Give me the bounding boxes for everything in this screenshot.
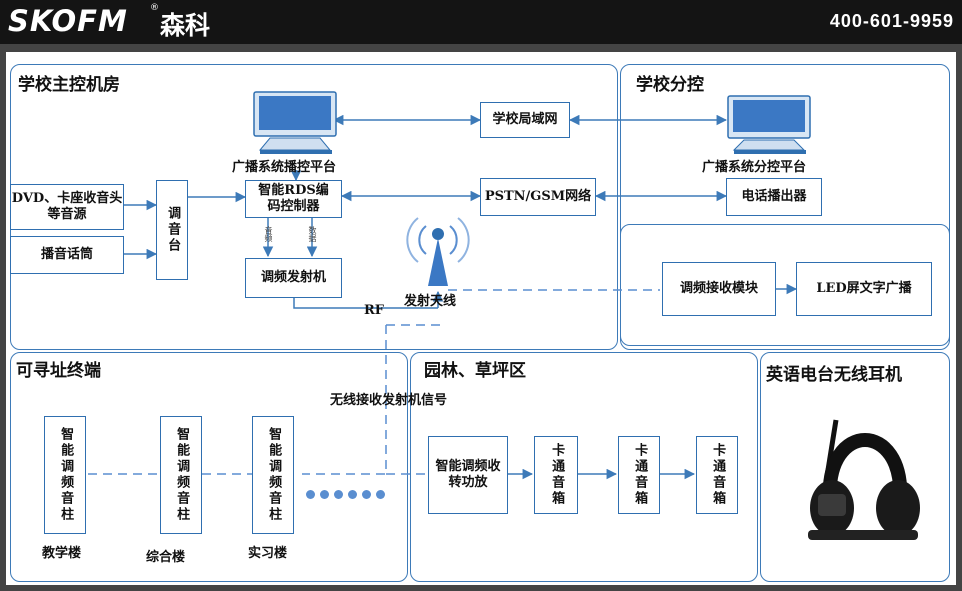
computer-icon-main bbox=[253, 91, 337, 154]
dot-5 bbox=[362, 490, 371, 499]
mixer-box: 调音台 bbox=[156, 180, 188, 280]
antenna-icon bbox=[406, 217, 470, 286]
pc-main-label: 广播系统播控平台 bbox=[232, 160, 337, 175]
microphone-box: 播音话筒 bbox=[10, 236, 124, 274]
dot-4 bbox=[348, 490, 357, 499]
pstn-gsm-box: PSTN/GSM网络 bbox=[480, 178, 596, 216]
led-broadcast-box: LED屏文字广播 bbox=[796, 262, 932, 316]
registered-mark: ® bbox=[150, 3, 159, 13]
building-teaching: 教学楼 bbox=[42, 546, 82, 561]
building-practice: 实习楼 bbox=[248, 546, 288, 561]
hotline-number: 400-601-9959 bbox=[829, 11, 954, 31]
dot-2 bbox=[320, 490, 329, 499]
region-title-garden: 园林、草坪区 bbox=[424, 361, 526, 381]
dot-1 bbox=[306, 490, 315, 499]
region-title-branch: 学校分控 bbox=[636, 75, 704, 95]
top-header-bar: SKOFM ® 森科 400-601-9959 bbox=[0, 0, 962, 44]
region-title-addressable: 可寻址终端 bbox=[16, 361, 101, 381]
region-branch-control bbox=[620, 64, 950, 350]
rds-encoder-box: 智能RDS编码控制器 bbox=[245, 180, 342, 218]
antenna-label: 发射天线 bbox=[404, 294, 457, 309]
smart-column-3: 智能调频音柱 bbox=[252, 416, 294, 534]
dvd-source-box: DVD、卡座收音头等音源 bbox=[10, 184, 124, 230]
region-english-radio bbox=[760, 352, 950, 582]
brand-chinese-name: 森科 bbox=[160, 11, 211, 40]
card-speaker-1: 卡通音箱 bbox=[534, 436, 578, 514]
headphone-icon bbox=[808, 419, 920, 540]
audio-small-label: 音频 bbox=[264, 226, 273, 242]
dot-3 bbox=[334, 490, 343, 499]
fm-receiver-box: 调频接收模块 bbox=[662, 262, 776, 316]
card-speaker-3: 卡通音箱 bbox=[696, 436, 738, 514]
phone-output-box: 电话播出器 bbox=[726, 178, 822, 216]
building-complex: 综合楼 bbox=[146, 550, 186, 565]
region-branch-lower bbox=[620, 224, 950, 346]
region-title-english-radio: 英语电台无线耳机 bbox=[766, 365, 902, 385]
pc-branch-label: 广播系统分控平台 bbox=[702, 160, 807, 175]
data-small-label: 数据 bbox=[308, 226, 317, 242]
brand-logo: SKOFM bbox=[8, 4, 128, 38]
region-garden-lawn bbox=[410, 352, 758, 582]
wireless-signal-label: 无线接收发射机信号 bbox=[330, 393, 448, 408]
smart-amp-box: 智能调频收转功放 bbox=[428, 436, 508, 514]
school-lan-box: 学校局域网 bbox=[480, 102, 570, 138]
fm-transmitter-box: 调频发射机 bbox=[245, 258, 342, 298]
card-speaker-2: 卡通音箱 bbox=[618, 436, 660, 514]
smart-column-2: 智能调频音柱 bbox=[160, 416, 202, 534]
region-title-main-room: 学校主控机房 bbox=[18, 75, 120, 95]
computer-icon-branch bbox=[727, 95, 811, 154]
rf-label: RF bbox=[364, 303, 385, 318]
dot-6 bbox=[376, 490, 385, 499]
region-addressable-terminal bbox=[10, 352, 408, 582]
smart-column-1: 智能调频音柱 bbox=[44, 416, 86, 534]
